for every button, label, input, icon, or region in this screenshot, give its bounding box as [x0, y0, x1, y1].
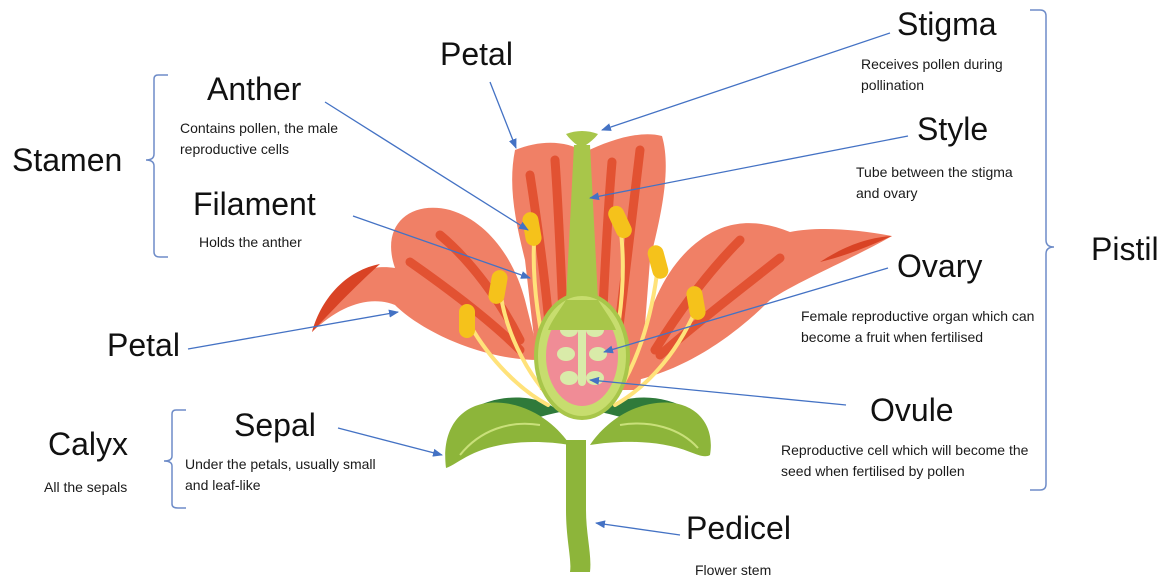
stigma-label: Stigma [897, 6, 997, 42]
anther-label: Anther [207, 71, 301, 107]
ovules [557, 322, 607, 386]
style-label: Style [917, 111, 988, 147]
stigma-shape [566, 131, 598, 148]
pistil-group-label: Pistil [1091, 231, 1159, 267]
ovule-label: Ovule [870, 392, 954, 428]
pedicel-stem [566, 440, 590, 572]
pedicel-label: Pedicel [686, 510, 791, 546]
ovary-desc: Female reproductive organ which can beco… [801, 306, 1036, 348]
anther-desc: Contains pollen, the male reproductive c… [180, 118, 345, 160]
petal-left-arrow [188, 312, 398, 349]
filament-desc: Holds the anther [199, 232, 302, 253]
sepal-arrow [338, 428, 442, 455]
stamen-group-label: Stamen [12, 142, 122, 178]
calyx-group-label: Calyx [48, 426, 128, 462]
pedicel-desc: Flower stem [695, 560, 771, 581]
pistil-bracket [1030, 10, 1054, 490]
pedicel-arrow [596, 523, 680, 535]
ovary-label: Ovary [897, 248, 982, 284]
calyx-bracket [164, 410, 186, 508]
sepal-desc: Under the petals, usually small and leaf… [185, 454, 400, 496]
flower-illustration [312, 131, 892, 572]
ovule-desc: Reproductive cell which will become the … [781, 440, 1031, 482]
calyx-group-desc: All the sepals [44, 477, 127, 498]
sepal-label: Sepal [234, 407, 316, 443]
petal-top-arrow [490, 82, 516, 148]
stigma-arrow [602, 33, 890, 130]
petal-left-label: Petal [107, 327, 180, 363]
stigma-desc: Receives pollen during pollination [861, 54, 1026, 96]
petal-top-label: Petal [440, 36, 513, 72]
stamen-bracket [146, 75, 168, 257]
style-desc: Tube between the stigma and ovary [856, 162, 1036, 204]
filament-label: Filament [193, 186, 316, 222]
